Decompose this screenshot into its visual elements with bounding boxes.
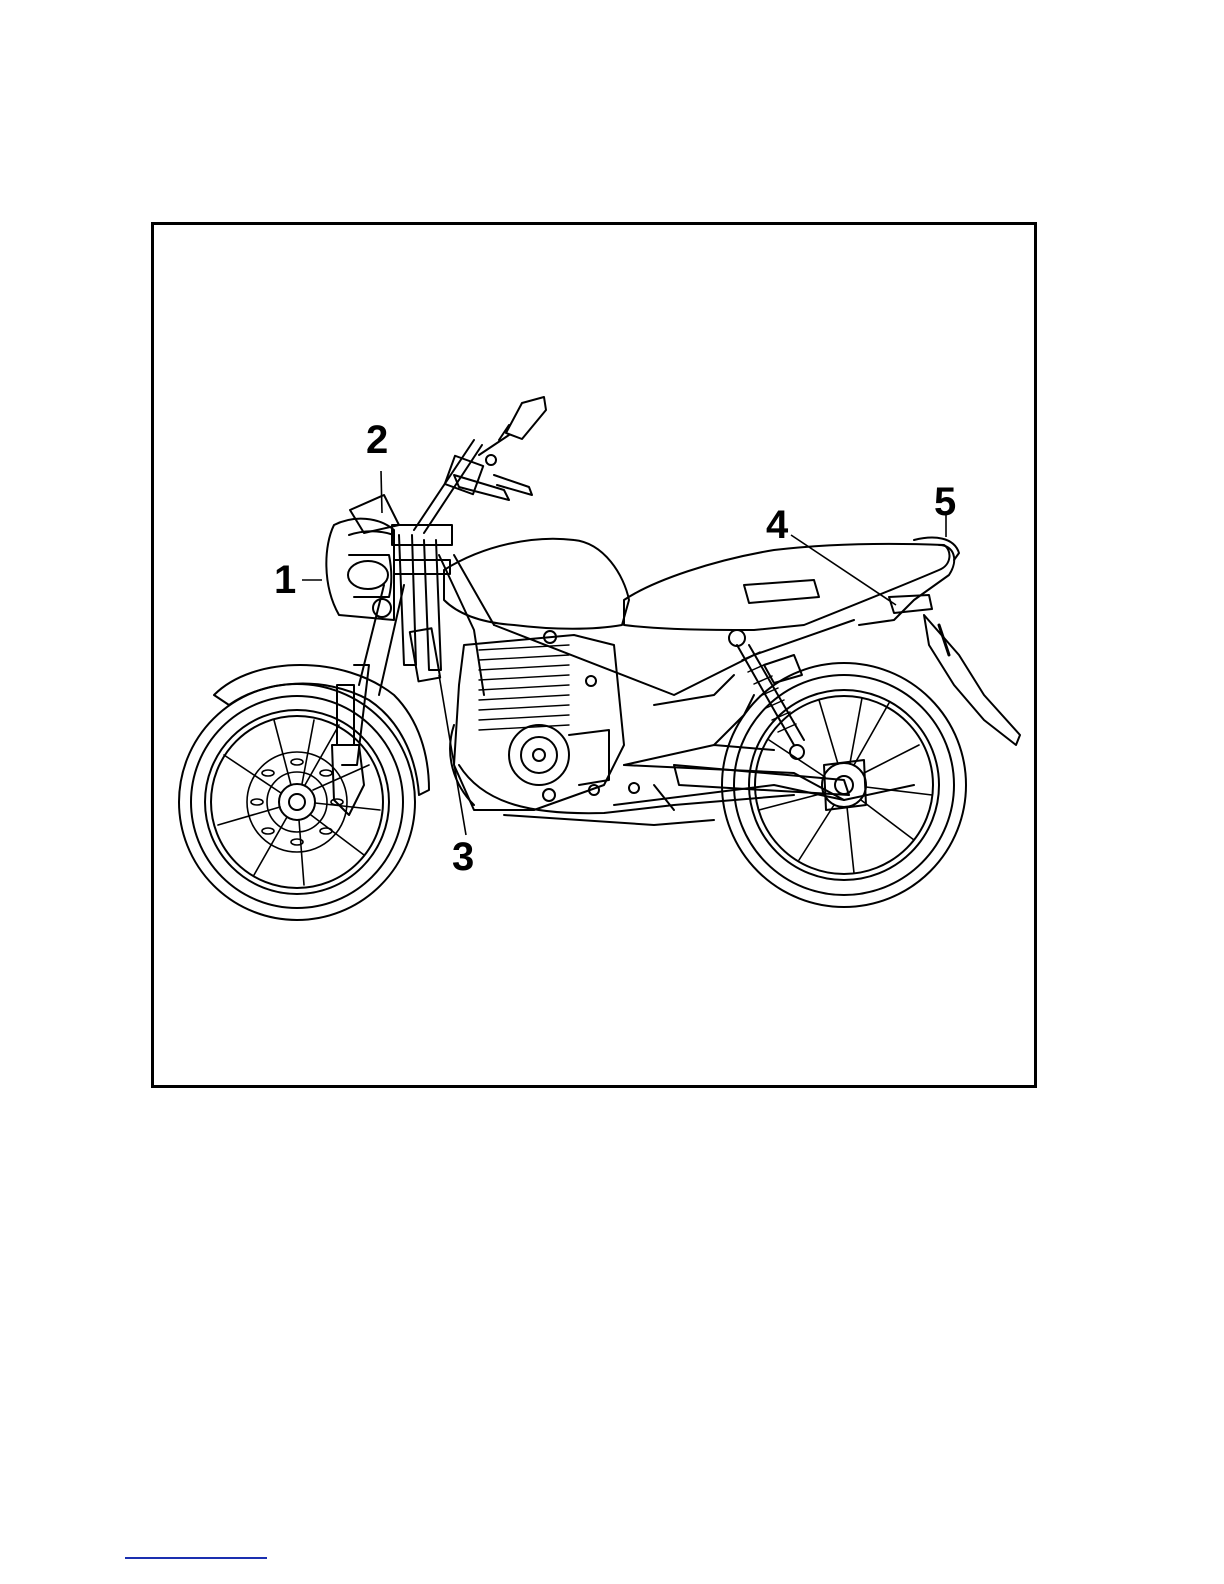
rear-mudguard (924, 615, 1020, 745)
callout-3: 3 (452, 835, 474, 879)
callout-leader-3 (439, 675, 466, 835)
footer-rule (125, 1557, 267, 1559)
figure-frame: 1 2 3 4 5 (151, 222, 1037, 1088)
rear-wheel (722, 663, 966, 907)
callout-leader-2 (381, 471, 382, 513)
callout-4: 4 (766, 503, 789, 547)
frame (439, 555, 914, 805)
callout-2: 2 (366, 418, 388, 462)
handlebars (414, 397, 546, 533)
rear-grab-rail (914, 538, 959, 560)
engine (410, 628, 624, 810)
side-panel (744, 580, 819, 603)
callout-5: 5 (934, 480, 956, 524)
rear-cowl (859, 545, 954, 625)
front-wheel (179, 684, 415, 920)
seat (624, 544, 949, 630)
fuel-tank (444, 539, 629, 629)
callout-1: 1 (274, 558, 296, 602)
headlight (326, 495, 399, 620)
motorcycle-illustration: 1 2 3 4 5 (154, 225, 1034, 1085)
